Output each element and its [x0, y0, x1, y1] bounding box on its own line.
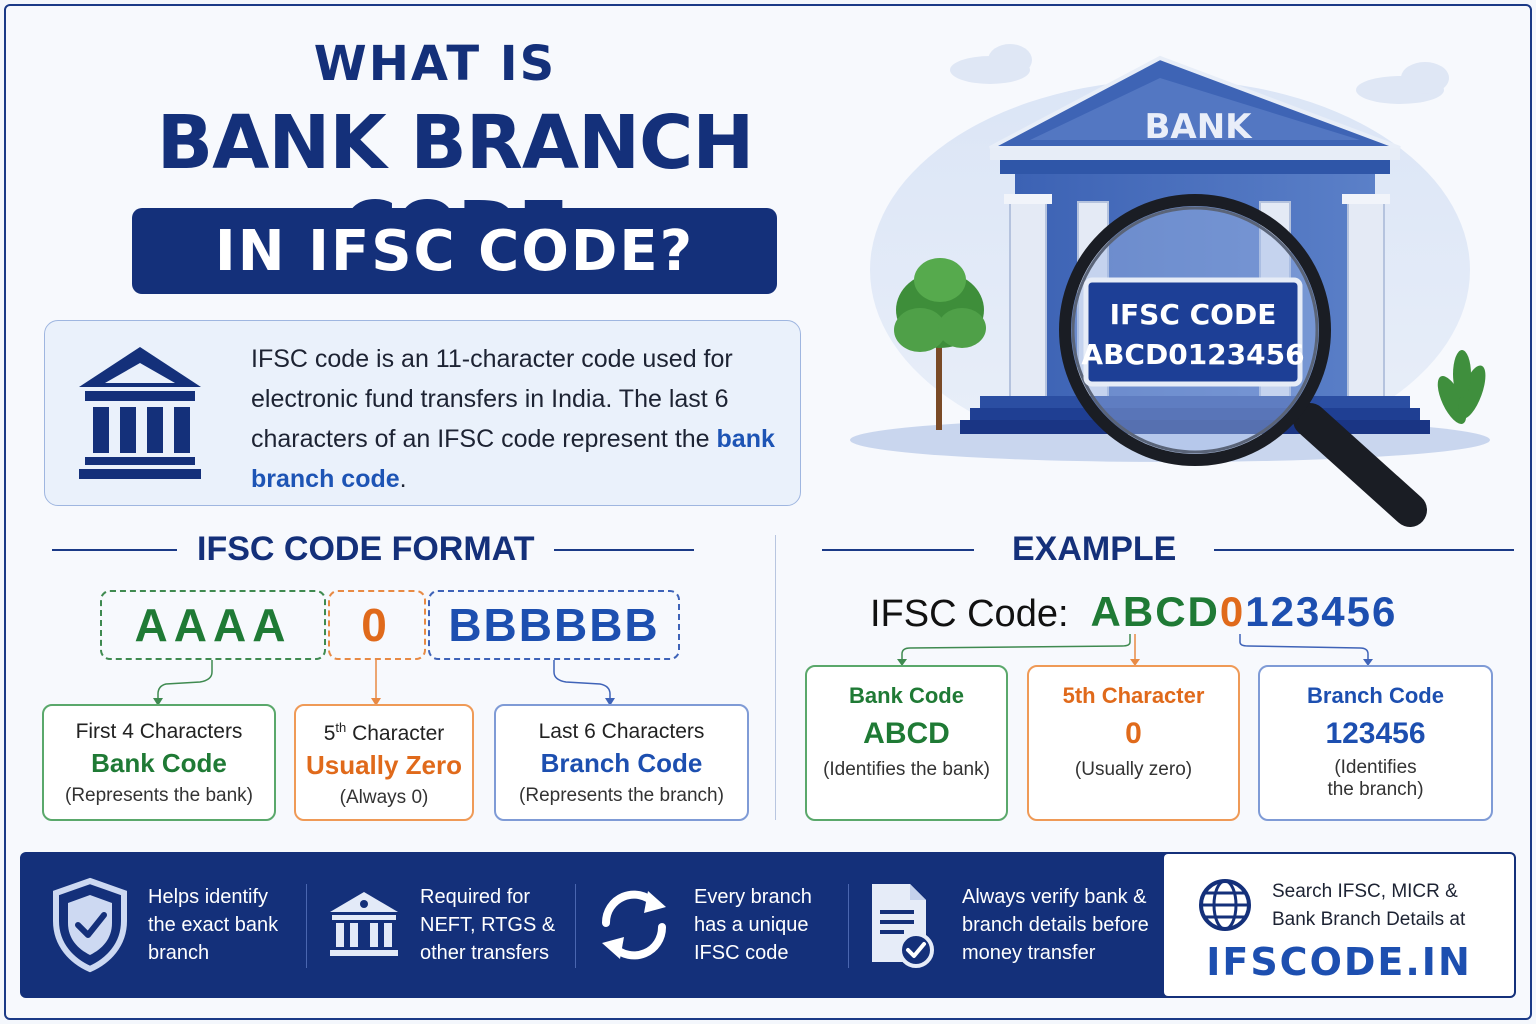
bank-icon — [330, 892, 398, 956]
refresh-icon — [601, 890, 667, 960]
card-title: Branch Code — [540, 748, 703, 778]
footer-line: Always verify bank & — [962, 886, 1147, 908]
format-card-branch: Last 6 Characters Branch Code (Represent… — [494, 704, 749, 821]
example-heading: EXAMPLE — [822, 530, 1515, 569]
card-note: (Identifies the bank) — [823, 759, 990, 780]
footer-text: Always verify bank & branch details befo… — [962, 883, 1149, 967]
card-note: (Represents the bank) — [65, 785, 253, 806]
format-card-bank: First 4 Characters Bank Code (Represents… — [42, 704, 276, 821]
footer-item: Helps identify the exact bank branch — [50, 852, 278, 998]
site-line: Bank Branch Details at — [1272, 909, 1466, 930]
heading-rule — [822, 548, 974, 551]
format-card-zero: 5th Character Usually Zero (Always 0) — [294, 704, 474, 821]
card-caption: First 4 Characters — [75, 720, 243, 743]
footer-separator — [848, 884, 849, 968]
card-value: 0 — [1125, 717, 1142, 750]
example-card-branch: Branch Code 123456 (Identifies the branc… — [1258, 665, 1493, 821]
footer-line: the exact bank — [148, 914, 279, 936]
example-heading-text: EXAMPLE — [1012, 530, 1177, 568]
example-code: ABCD0123456 — [1091, 588, 1398, 636]
footer-line: Every branch — [694, 886, 812, 908]
footer-text: Required for NEFT, RTGS & other transfer… — [420, 883, 555, 967]
example-code-branch: 123456 — [1245, 588, 1398, 635]
footer-bar: Helps identify the exact bank branch Req… — [20, 852, 1516, 998]
footer-line: Required for — [420, 886, 531, 908]
card-note: the branch) — [1327, 779, 1424, 800]
caption-num: 5 — [323, 722, 336, 745]
footer-item: Every branch has a unique IFSC code — [592, 852, 812, 998]
footer-text: Every branch has a unique IFSC code — [694, 883, 812, 967]
shield-check-icon — [53, 877, 127, 973]
card-caption: Last 6 Characters — [538, 720, 705, 743]
caption-sup: th — [335, 720, 347, 735]
sign-line2: ABCD0123456 — [1081, 338, 1304, 371]
format-bank-part: AAAA — [100, 590, 326, 660]
card-title: Usually Zero — [305, 750, 463, 780]
title-line1: WHAT IS — [313, 36, 557, 92]
format-heading: IFSC CODE FORMAT — [52, 530, 695, 569]
example-card-zero: 5th Character 0 (Usually zero) — [1027, 665, 1240, 821]
footer-line: Helps identify — [148, 886, 269, 908]
intro-text-end: . — [399, 465, 407, 493]
footer-line: other transfers — [420, 942, 549, 964]
sign-line1: IFSC CODE — [1110, 298, 1277, 331]
card-note: (Represents the branch) — [519, 785, 724, 806]
heading-rule — [1214, 548, 1515, 551]
footer-text: Helps identify the exact bank branch — [148, 883, 278, 967]
heading-rule — [52, 548, 177, 551]
footer-line: has a unique — [694, 914, 809, 936]
card-title: 5th Character — [1062, 683, 1205, 708]
example-label: IFSC Code: — [870, 593, 1069, 635]
site-panel: Search IFSC, MICR & Bank Branch Details … — [1164, 854, 1514, 996]
footer-line: NEFT, RTGS & — [420, 914, 556, 936]
card-note: (Always 0) — [339, 787, 429, 808]
card-title: Bank Code — [91, 748, 227, 778]
document-check-icon — [872, 884, 934, 968]
footer-separator — [306, 884, 307, 968]
site-url[interactable]: IFSCODE.IN — [1206, 940, 1472, 984]
example-code-line: IFSC Code: ABCD0123456 — [870, 588, 1397, 636]
intro-highlight: bank branch code — [251, 425, 775, 493]
globe-icon — [1199, 879, 1251, 931]
heading-rule — [554, 548, 695, 551]
card-value: ABCD — [863, 717, 950, 750]
format-heading-text: IFSC CODE FORMAT — [197, 530, 535, 568]
example-card-bank: Bank Code ABCD (Identifies the bank) — [805, 665, 1008, 821]
card-note: (Usually zero) — [1074, 759, 1193, 780]
title-line3-text: IN IFSC CODE? — [214, 218, 695, 284]
example-code-zero: 0 — [1219, 588, 1246, 635]
footer-line: branch — [148, 942, 210, 964]
example-connectors — [897, 634, 1373, 666]
format-branch-part: BBBBBB — [428, 590, 680, 660]
format-connectors — [153, 660, 615, 706]
footer-line: branch details before — [962, 914, 1149, 936]
site-line: Search IFSC, MICR & — [1272, 881, 1458, 902]
example-code-bank: ABCD — [1090, 588, 1220, 635]
card-caption: 5th Character — [296, 720, 472, 746]
bank-illustration: BANK IFSC CODE — [840, 30, 1520, 530]
caption-rest: Character — [346, 722, 445, 745]
format-zero-part: 0 — [328, 590, 426, 660]
intro-text: IFSC code is an 11-character code used f… — [251, 339, 791, 499]
footer-line: money transfer — [962, 942, 1096, 964]
section-divider — [775, 535, 776, 820]
card-title: Branch Code — [1307, 683, 1444, 708]
bank-icon — [75, 343, 205, 488]
intro-box: IFSC code is an 11-character code used f… — [44, 320, 801, 506]
building-label: BANK — [1144, 107, 1253, 147]
site-text: Search IFSC, MICR & Bank Branch Details … — [1272, 878, 1465, 934]
card-value: 123456 — [1325, 717, 1426, 750]
card-note: (Identifies — [1334, 757, 1417, 778]
footer-line: IFSC code — [694, 942, 789, 964]
card-title: Bank Code — [849, 683, 964, 708]
title-line3: IN IFSC CODE? — [132, 208, 777, 294]
footer-item: Required for NEFT, RTGS & other transfer… — [326, 852, 555, 998]
footer-separator — [575, 884, 576, 968]
intro-text-main: IFSC code is an 11-character code used f… — [251, 345, 733, 453]
footer-item: Always verify bank & branch details befo… — [866, 852, 1149, 998]
